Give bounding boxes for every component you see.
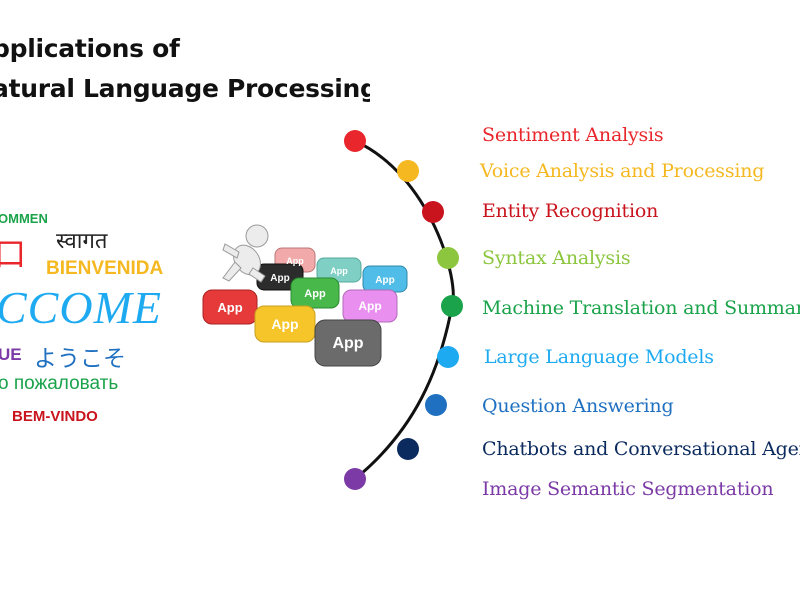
- diagram-title: pplications of atural Language Processin…: [0, 34, 370, 114]
- arc-dot: [344, 130, 366, 152]
- app-key-label: App: [375, 275, 394, 286]
- arc-dot: [422, 201, 444, 223]
- arc-dot: [425, 394, 447, 416]
- keyboard-keys: [202, 247, 408, 367]
- word-willkommen: OMMEN: [0, 211, 48, 226]
- app-key-label: App: [270, 273, 289, 284]
- key-labels: App App App App App App App App App: [217, 256, 394, 352]
- figure-icon: [222, 224, 269, 283]
- app-key-label: App: [271, 316, 298, 332]
- arc-dot: [397, 438, 419, 460]
- arc-dot: [344, 468, 366, 490]
- app-key-label: App: [286, 256, 304, 266]
- word-russian: о пожаловать: [0, 373, 119, 394]
- app-key: [254, 305, 316, 343]
- arc-dot: [437, 346, 459, 368]
- app-key: [202, 289, 258, 325]
- arc-dot: [437, 247, 459, 269]
- welcome-word-cloud: OMMEN ⼝ स्वागत BIENVENIDA CCOME UE ようこそ …: [0, 195, 200, 445]
- app-key-label: App: [358, 299, 381, 313]
- app-key-label: App: [332, 335, 363, 352]
- chinese-glyph-icon: ⼝: [0, 235, 27, 273]
- app-key: [314, 319, 382, 367]
- app-keyboard-illustration: App App App App App App App App App: [202, 224, 408, 367]
- app-key-label: App: [217, 300, 242, 315]
- app-key: [290, 277, 340, 309]
- app-key-label: App: [330, 266, 348, 276]
- arc-dots: [344, 130, 463, 490]
- word-welcome: CCOME: [0, 282, 162, 333]
- title-line-2: atural Language Processing: [0, 74, 370, 103]
- arc-dot: [441, 295, 463, 317]
- arc-dot: [397, 160, 419, 182]
- app-key: [316, 257, 362, 283]
- word-bienvenue: UE: [0, 345, 22, 364]
- title-line-1: pplications of: [0, 34, 180, 63]
- app-key-label: App: [304, 288, 326, 300]
- word-bem-vindo: BEM-VINDO: [12, 408, 98, 425]
- word-hindi: स्वागत: [56, 229, 108, 254]
- word-japanese: ようこそ: [34, 346, 126, 372]
- word-bienvenida: BIENVENIDA: [46, 258, 164, 279]
- arc-path: [354, 139, 455, 481]
